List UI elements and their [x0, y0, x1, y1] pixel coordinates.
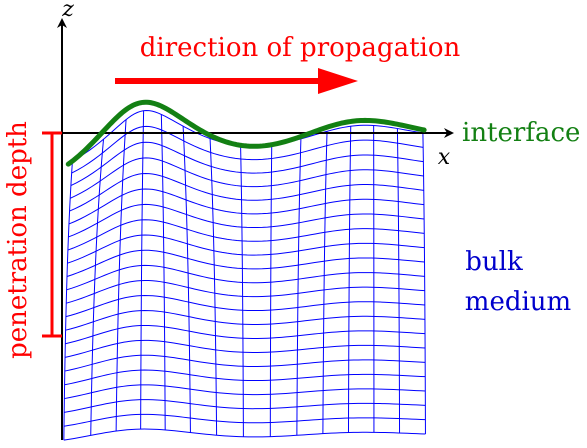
grid-column-line — [182, 126, 191, 433]
grid-column-line — [160, 114, 166, 430]
grid-row-line — [63, 413, 426, 427]
grid-column-line — [347, 126, 352, 433]
grid-row-line — [65, 310, 425, 331]
direction-of-propagation-label: direction of propagation — [140, 33, 461, 63]
medium-label: medium — [465, 287, 571, 317]
grid-row-line — [64, 384, 426, 400]
grid-row-line — [64, 354, 426, 372]
grid-column-line — [296, 138, 302, 436]
grid-column-line — [63, 160, 73, 441]
bulk-label: bulk — [465, 247, 523, 277]
bulk-medium-grid — [63, 110, 426, 441]
grid-column-line — [240, 145, 244, 437]
grid-column-line — [269, 144, 273, 437]
propagation-arrow — [115, 68, 358, 94]
interface-label: interface — [462, 118, 580, 148]
grid-column-line — [90, 139, 105, 436]
z-axis-label: z — [61, 0, 74, 22]
grid-row-line — [67, 219, 425, 251]
grid-column-line — [209, 138, 218, 436]
grid-row-line — [67, 234, 425, 264]
grid-row-line — [64, 369, 426, 386]
grid-column-line — [322, 131, 328, 434]
grid-row-line — [64, 339, 426, 358]
grid-column-line — [422, 132, 426, 435]
grid-row-line — [66, 279, 425, 304]
grid-row-line — [63, 428, 426, 441]
interface-curve — [65, 99, 427, 167]
grid-row-line — [64, 399, 426, 413]
grid-column-line — [396, 128, 401, 434]
x-axis-label: x — [438, 145, 451, 170]
penetration-depth-bracket — [42, 131, 62, 338]
grid-column-line — [115, 119, 127, 432]
penetration-depth-label: penetration depth — [3, 121, 33, 359]
grid-column-line — [140, 110, 145, 430]
grid-row-line — [65, 324, 426, 345]
